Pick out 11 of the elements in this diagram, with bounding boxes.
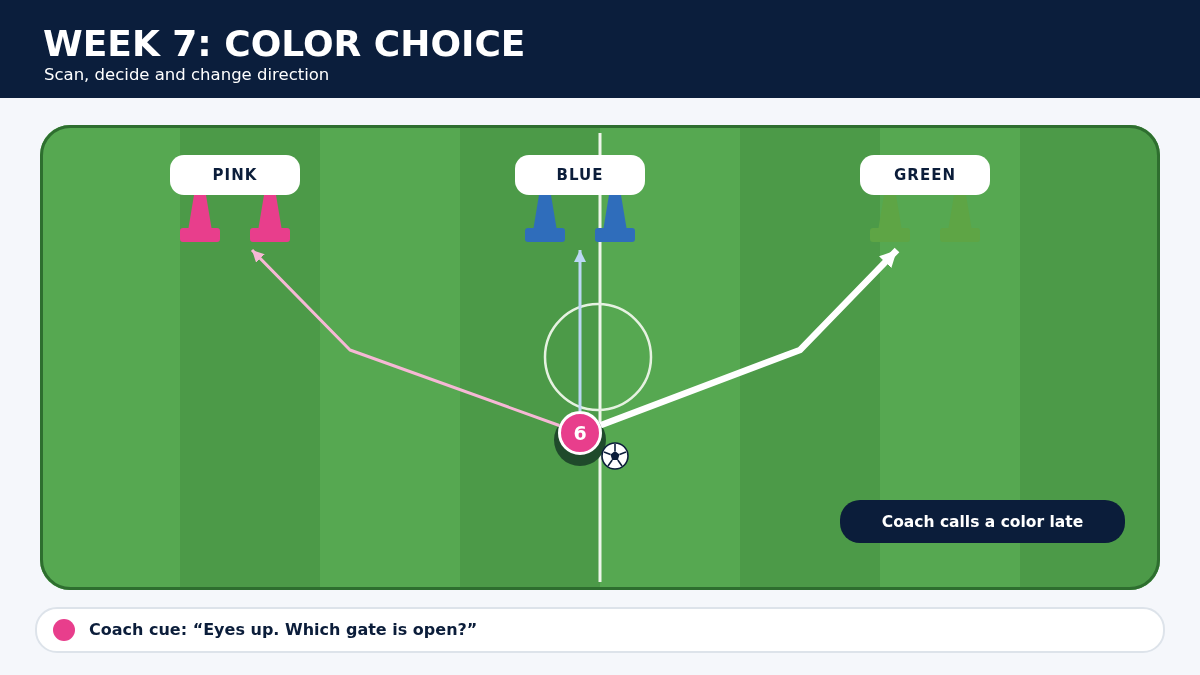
gate-label: BLUE bbox=[515, 155, 645, 195]
arrow bbox=[574, 250, 586, 411]
cue-bar bbox=[35, 607, 1165, 653]
gate-label: GREEN bbox=[860, 155, 990, 195]
gate-label: PINK bbox=[170, 155, 300, 195]
cue-text: Coach cue: “Eyes up. Which gate is open?” bbox=[89, 620, 478, 640]
arrow bbox=[599, 247, 900, 429]
title: WEEK 7: COLOR CHOICE bbox=[43, 22, 526, 66]
subtitle: Scan, decide and change direction bbox=[44, 65, 330, 85]
callout-banner: Coach calls a color late bbox=[840, 500, 1125, 543]
arrow bbox=[250, 248, 560, 427]
